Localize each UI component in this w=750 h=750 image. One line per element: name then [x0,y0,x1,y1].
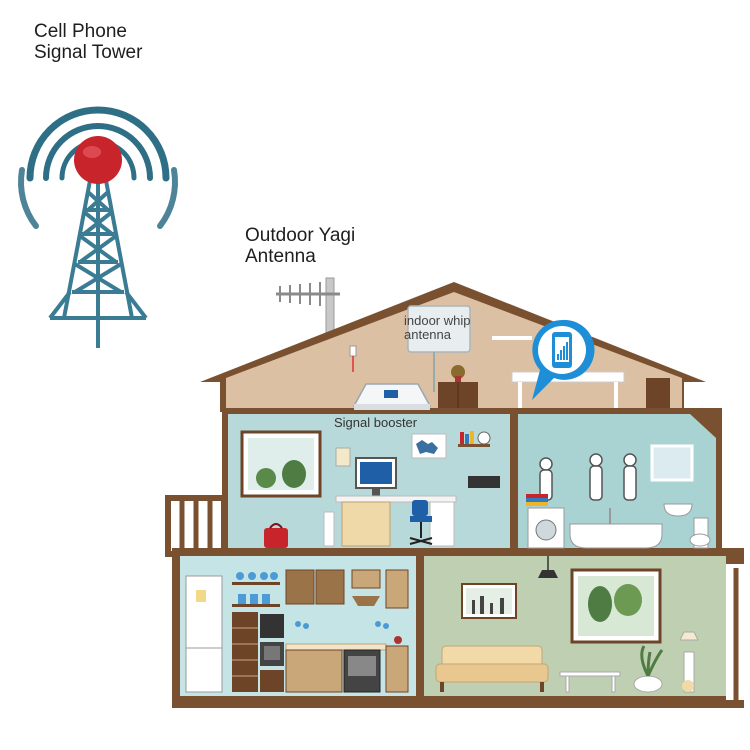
yagi-label-line2: Antenna [245,245,316,267]
whip-label-line1: indoor whip [404,313,471,328]
smartphone-signal-icon [532,319,595,400]
tower-label-line1: Cell Phone [34,21,127,42]
yagi-label-line1: Outdoor Yagi [245,225,356,246]
cell-tower-icon [18,106,178,348]
whip-antenna-icon [407,305,471,353]
living-room-contents [435,556,699,693]
yagi-antenna-label: Outdoor Yagi Antenna [245,225,356,267]
whip-antenna-label: indoor whip antenna [404,313,471,343]
signal-booster-label: Signal booster [334,415,418,430]
tower-label-line2: Signal Tower [34,41,143,63]
attic-contents [349,305,670,408]
yagi-antenna-icon [276,277,340,339]
office-contents [240,430,500,548]
bathroom-contents [526,444,711,549]
tower-label: Cell Phone Signal Tower [34,21,143,63]
whip-label-line2: antenna [404,327,451,343]
signal-booster-icon [352,383,432,410]
kitchen-contents [185,569,409,693]
